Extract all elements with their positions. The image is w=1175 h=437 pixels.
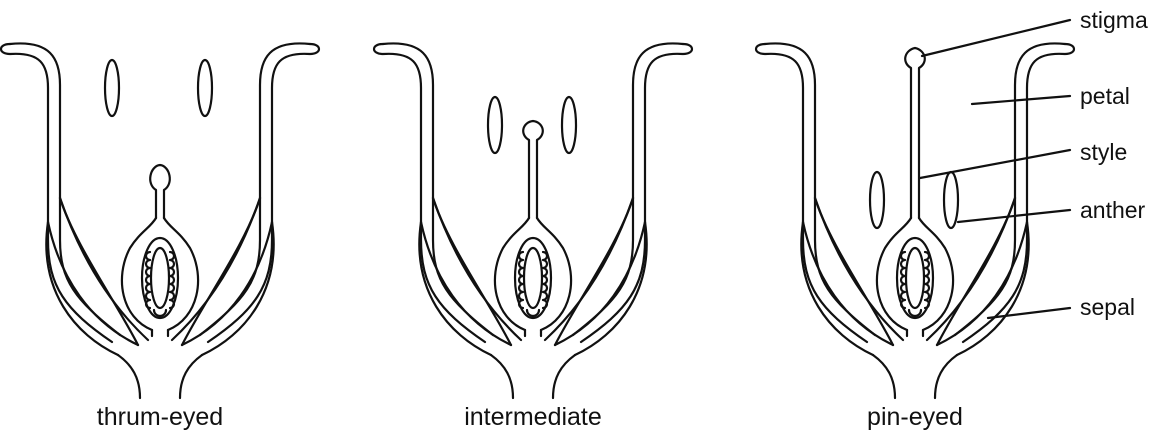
leader-style: [920, 150, 1070, 178]
label-style: style: [1080, 139, 1127, 165]
flower-pin-eyed: [756, 43, 1074, 398]
caption-thrum-eyed: thrum-eyed: [97, 403, 223, 431]
anthers-high: [105, 60, 212, 116]
leader-stigma: [922, 20, 1070, 56]
flower-intermediate: [374, 43, 692, 398]
flower-thrum-eyed: [1, 43, 319, 398]
leader-lines: [920, 20, 1070, 318]
caption-intermediate: intermediate: [464, 403, 602, 431]
leader-petal: [972, 96, 1070, 104]
label-sepal: sepal: [1080, 294, 1135, 320]
label-anther: anther: [1080, 197, 1146, 223]
short-style: [150, 165, 170, 218]
anthers-medium: [488, 97, 576, 153]
medium-style: [523, 121, 543, 218]
label-petal: petal: [1080, 83, 1130, 109]
label-stigma: stigma: [1080, 7, 1148, 33]
anthers-low: [870, 172, 958, 228]
caption-pin-eyed: pin-eyed: [867, 403, 963, 431]
long-style: [905, 48, 925, 218]
